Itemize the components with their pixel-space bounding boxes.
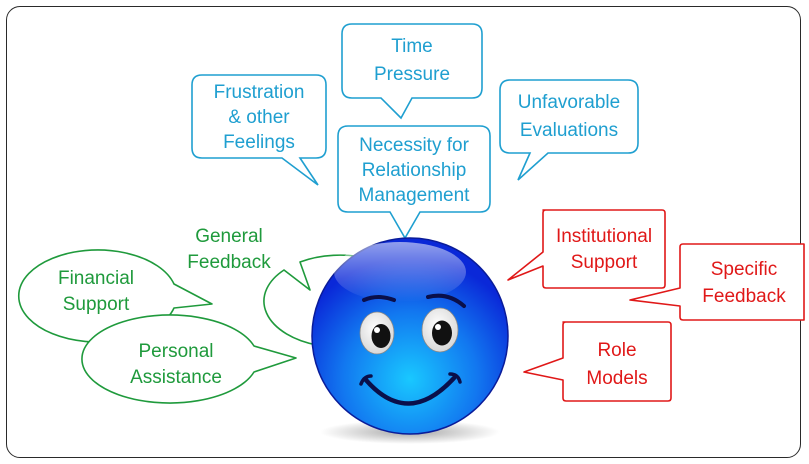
general-feedback-line-2: Feedback	[187, 252, 271, 273]
bubble-unfavorable-evaluations: Unfavorable Evaluations	[499, 79, 639, 181]
relationship-line-1: Necessity for	[359, 135, 469, 156]
right-eyebrow	[426, 293, 466, 308]
frustration-line-3: Feelings	[223, 132, 295, 153]
smiling-face-icon	[311, 237, 509, 444]
relationship-line-3: Management	[359, 185, 471, 206]
left-eyebrow	[362, 295, 396, 302]
bubble-frustration: Frustration & other Feelings	[191, 74, 327, 186]
institutional-support-line-1: Institutional	[556, 226, 652, 247]
personal-assistance-line-2: Assistance	[130, 367, 222, 388]
unfavorable-line-2: Evaluations	[520, 120, 618, 141]
specific-feedback-line-2: Feedback	[702, 286, 786, 307]
general-feedback-line-1: General	[195, 226, 263, 247]
institutional-support-line-2: Support	[571, 252, 638, 273]
unfavorable-line-1: Unfavorable	[518, 92, 620, 113]
financial-support-line-2: Support	[63, 294, 130, 315]
bubble-role-models: Role Models	[523, 321, 672, 402]
bubble-relationship-management: Necessity for Relationship Management	[337, 125, 491, 240]
right-pupil	[432, 320, 452, 346]
frustration-line-2: & other	[228, 107, 290, 128]
time-pressure-line-2: Pressure	[374, 64, 450, 85]
bubble-specific-feedback: Specific Feedback	[629, 243, 805, 321]
bubble-personal-assistance: Personal Assistance	[81, 314, 297, 404]
personal-assistance-line-1: Personal	[139, 341, 214, 362]
relationship-line-2: Relationship	[362, 160, 467, 181]
smile	[363, 375, 457, 406]
face-highlight	[334, 242, 466, 302]
role-models-line-1: Role	[597, 340, 636, 361]
specific-feedback-line-1: Specific	[711, 259, 778, 280]
time-pressure-line-1: Time	[391, 36, 433, 57]
role-models-line-2: Models	[586, 368, 647, 389]
frustration-line-1: Frustration	[214, 82, 305, 103]
left-pupil	[371, 324, 391, 348]
financial-support-line-1: Financial	[58, 268, 134, 289]
bubble-time-pressure: Time Pressure	[341, 23, 483, 120]
bubble-institutional-support: Institutional Support	[507, 209, 666, 289]
